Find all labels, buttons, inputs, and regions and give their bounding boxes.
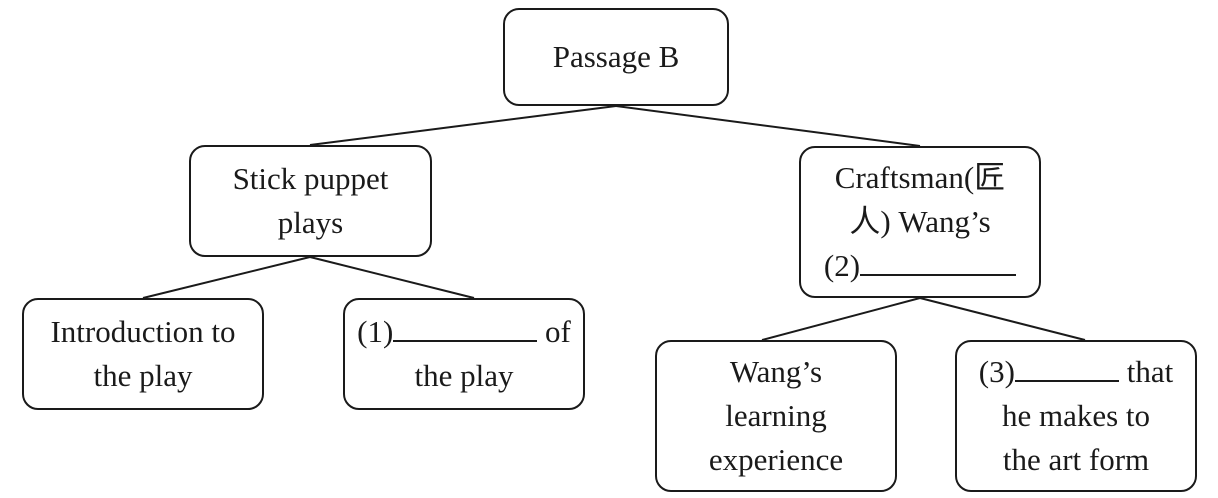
node-introduction-to-the-play: Introduction to the play	[22, 298, 264, 410]
blank-1-number: (1)	[357, 314, 393, 349]
blank-3-number: (3)	[979, 354, 1015, 389]
node-craftsman-line-2: 人) Wang’s	[824, 200, 1016, 244]
node-blank-3-line-1: (3) that	[979, 350, 1173, 394]
connector-root-to-craftsman	[616, 106, 920, 146]
answer-blank-2[interactable]	[860, 248, 1016, 276]
node-stick-puppet-line-1: Stick puppet	[233, 157, 389, 201]
connector-stick-puppet-to-blank-1	[310, 257, 474, 298]
answer-blank-1[interactable]	[393, 314, 537, 342]
blank-3-suffix: that	[1127, 354, 1174, 389]
node-learning-line-3: experience	[709, 438, 843, 482]
answer-blank-3[interactable]	[1015, 354, 1119, 382]
node-blank-1-line-2: the play	[357, 354, 571, 398]
node-stick-puppet-plays: Stick puppet plays	[189, 145, 432, 257]
node-introduction-line-1: Introduction to	[50, 310, 235, 354]
blank-2-number: (2)	[824, 248, 860, 283]
connector-stick-puppet-to-introduction	[143, 257, 310, 298]
node-craftsman-line-1: Craftsman(匠	[824, 156, 1016, 200]
root-node-label: Passage B	[553, 35, 680, 79]
node-blank-1-of-the-play: (1) of the play	[343, 298, 585, 410]
root-node-passage-b: Passage B	[503, 8, 729, 106]
node-introduction-line-2: the play	[50, 354, 235, 398]
node-blank-3-line-2: he makes to	[979, 394, 1173, 438]
connector-craftsman-to-learning	[762, 298, 920, 340]
node-wang-learning-experience: Wang’s learning experience	[655, 340, 897, 492]
node-learning-line-2: learning	[709, 394, 843, 438]
node-craftsman-wang: Craftsman(匠 人) Wang’s (2)	[799, 146, 1041, 298]
node-stick-puppet-line-2: plays	[233, 201, 389, 245]
node-blank-1-line-1: (1) of	[357, 310, 571, 354]
connector-craftsman-to-blank-3	[920, 298, 1085, 340]
blank-1-suffix: of	[545, 314, 571, 349]
node-learning-line-1: Wang’s	[709, 350, 843, 394]
node-blank-3-line-3: the art form	[979, 438, 1173, 482]
node-blank-3-contribution: (3) that he makes to the art form	[955, 340, 1197, 492]
connector-root-to-stick-puppet	[310, 106, 616, 145]
node-craftsman-line-3: (2)	[824, 244, 1016, 288]
